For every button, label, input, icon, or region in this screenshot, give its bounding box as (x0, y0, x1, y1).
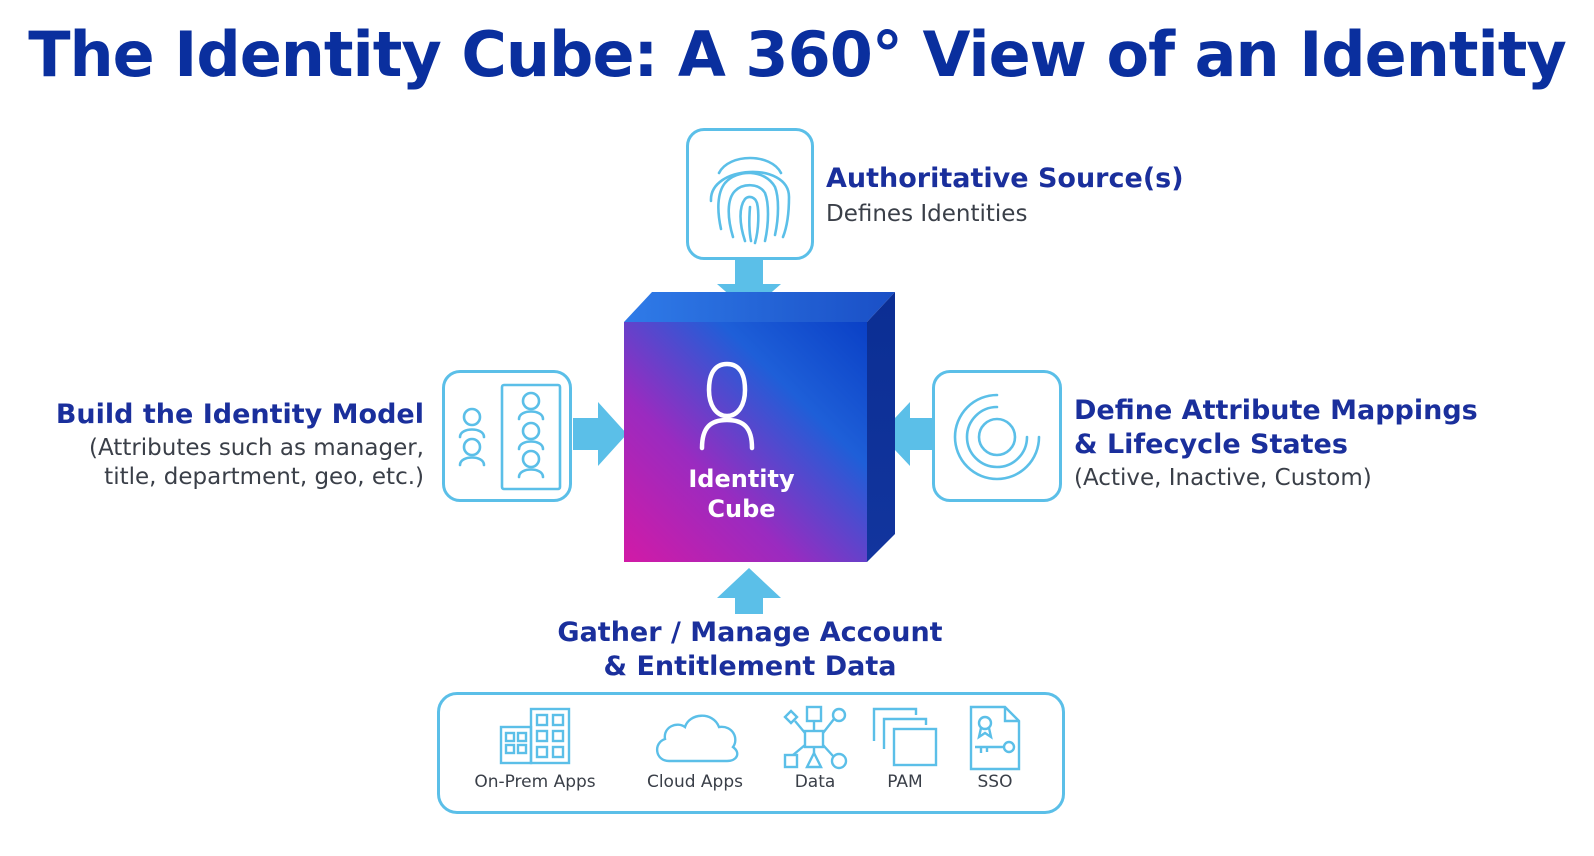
attribute-mapping-box (932, 370, 1062, 502)
arrow-left-right (880, 402, 932, 466)
cube-side-face (867, 292, 895, 562)
cube-front-face (624, 322, 867, 562)
people-group-icon (458, 383, 562, 491)
pam-windows-icon (872, 707, 938, 767)
account-data-heading: Gather / Manage Account & Entitlement Da… (557, 617, 943, 682)
authoritative-source-sub: Defines Identities (826, 201, 1028, 227)
data-sources-panel: On-Prem Apps Cloud Apps Data (437, 692, 1065, 814)
arrow-right-left (573, 402, 627, 466)
source-sso: SSO (950, 695, 1040, 811)
attribute-mapping-sub: (Active, Inactive, Custom) (1074, 465, 1372, 491)
source-label: On-Prem Apps (474, 772, 596, 792)
source-cloud-apps: Cloud Apps (620, 695, 770, 811)
identity-model-sub: (Attributes such as manager, title, depa… (89, 435, 424, 490)
source-pam: PAM (860, 695, 950, 811)
source-label: PAM (887, 772, 923, 792)
arrow-up-bottom (717, 568, 781, 614)
source-label: Cloud Apps (646, 772, 744, 792)
page-title: The Identity Cube: A 360° View of an Ide… (28, 18, 1567, 91)
source-label: Data (794, 772, 836, 792)
attribute-mapping-heading: Define Attribute Mappings & Lifecycle St… (1074, 395, 1478, 460)
cube-user-icon (699, 361, 755, 451)
fingerprint-icon (709, 156, 791, 245)
authoritative-source-heading: Authoritative Source(s) (826, 163, 1184, 194)
identity-model-box (442, 370, 572, 502)
data-network-icon (783, 705, 848, 770)
source-label: SSO (977, 772, 1013, 792)
source-data: Data (770, 695, 860, 811)
cube-label: Identity Cube (688, 465, 795, 523)
source-on-prem-apps: On-Prem Apps (450, 695, 620, 811)
authoritative-source-box (686, 128, 814, 260)
cube-top-face (624, 292, 895, 322)
identity-model-heading: Build the Identity Model (55, 399, 424, 430)
building-icon (499, 707, 571, 765)
sso-certificate-icon (969, 705, 1021, 771)
cloud-icon (656, 714, 739, 763)
arrow-down-top (717, 260, 781, 312)
lifecycle-circles-icon (953, 393, 1041, 481)
